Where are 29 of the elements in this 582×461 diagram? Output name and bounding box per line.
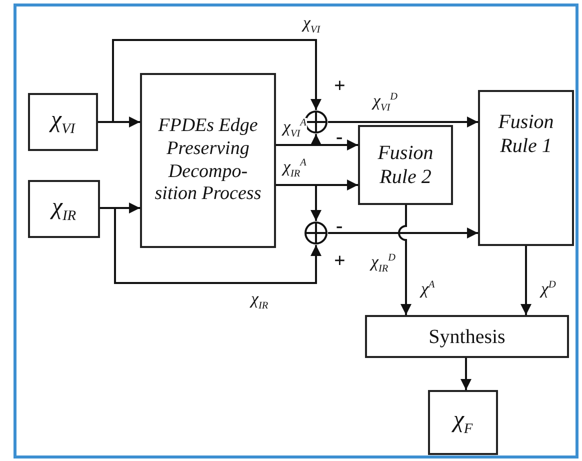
process-box bbox=[428, 390, 498, 455]
box-label: χ$_{VI}$ bbox=[50, 106, 76, 138]
arrow bbox=[328, 116, 478, 128]
box-label: FPDEs Edge Preserving Decompo- sition Process bbox=[154, 114, 262, 206]
arrow bbox=[98, 39, 322, 123]
process-box bbox=[478, 90, 574, 246]
process-box bbox=[28, 180, 100, 238]
sign-label: + bbox=[334, 251, 346, 271]
arrow bbox=[100, 207, 322, 284]
sign-label: + bbox=[334, 76, 346, 96]
box-label: χ$_{IR}$ bbox=[52, 192, 76, 226]
box-label: χ$_{F}$ bbox=[453, 406, 473, 439]
arrow bbox=[276, 134, 322, 146]
process-box bbox=[365, 315, 569, 358]
arrow bbox=[276, 184, 322, 221]
process-box bbox=[140, 73, 276, 248]
process-box bbox=[358, 125, 453, 205]
sign-label: - bbox=[336, 127, 343, 147]
edge-label: χ$^{A}$ bbox=[420, 280, 436, 297]
box-label: Fusion Rule 1 bbox=[497, 110, 555, 158]
arrow bbox=[328, 228, 478, 238]
sign-label: - bbox=[336, 216, 343, 236]
process-box bbox=[28, 93, 98, 151]
box-label: Fusion Rule 2 bbox=[376, 141, 434, 189]
edge-label: χ$^{D}$ bbox=[540, 280, 557, 297]
arrow bbox=[398, 205, 412, 315]
arrow bbox=[460, 358, 472, 390]
arrow bbox=[520, 246, 532, 315]
box-label: Synthesis bbox=[428, 324, 506, 348]
